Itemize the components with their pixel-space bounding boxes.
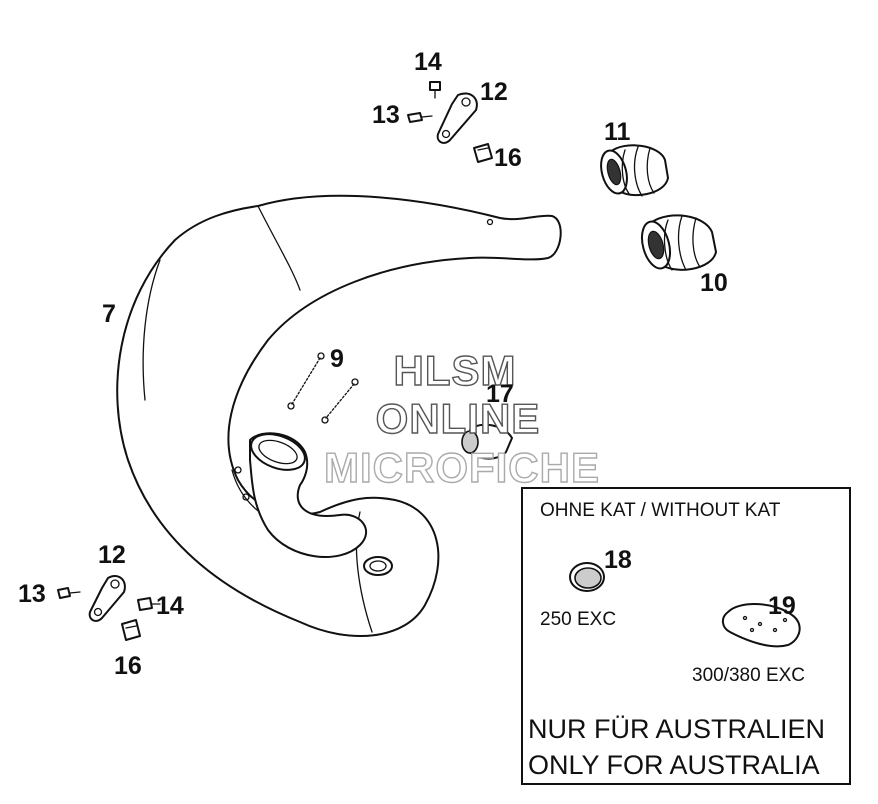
bracket-group-bottom — [57, 574, 161, 641]
watermark-line1: HLSM — [394, 347, 517, 394]
callout-13-top: 13 — [372, 101, 400, 129]
callout-numbers: 7 9 10 11 12 13 14 16 17 12 13 14 16 — [18, 48, 728, 680]
part-18-number: 18 — [604, 546, 632, 574]
spring-9 — [287, 352, 359, 424]
callout-14-top: 14 — [414, 48, 442, 76]
bracket-group-top — [407, 81, 493, 163]
callout-12-bottom: 12 — [98, 541, 126, 569]
callout-17: 17 — [486, 380, 514, 408]
screen-17 — [461, 423, 513, 460]
callout-13-bottom: 13 — [18, 580, 46, 608]
watermark: HLSM ONLINE MICROFICHE — [323, 346, 600, 491]
callout-14-bottom: 14 — [156, 592, 184, 620]
callout-10: 10 — [700, 269, 728, 297]
part-18-label: 250 EXC — [540, 609, 616, 630]
callout-9: 9 — [330, 345, 344, 373]
part-19-label: 300/380 EXC — [692, 665, 805, 686]
watermark-line2: ONLINE — [376, 395, 541, 442]
inset-title: OHNE KAT / WITHOUT KAT — [540, 500, 781, 521]
part-18-screen — [569, 562, 605, 592]
callout-11: 11 — [604, 118, 631, 146]
watermark-line3: MICROFICHE — [324, 444, 600, 491]
part-19-number: 19 — [768, 592, 796, 620]
sleeve-11 — [600, 144, 669, 197]
callout-12-top: 12 — [480, 78, 508, 106]
inset-note-line2: ONLY FOR AUSTRALIA — [528, 750, 820, 780]
callout-16-bottom: 16 — [114, 652, 142, 680]
exhaust-pipe-7 — [116, 194, 562, 637]
inset-box: OHNE KAT / WITHOUT KAT 18 250 EXC 19 300… — [521, 487, 851, 785]
part-19-packing — [722, 603, 801, 648]
callout-7: 7 — [102, 300, 116, 328]
callout-16-top: 16 — [494, 144, 522, 172]
sleeve-10 — [640, 214, 717, 271]
inset-note-line1: NUR FÜR AUSTRALIEN — [528, 714, 825, 744]
